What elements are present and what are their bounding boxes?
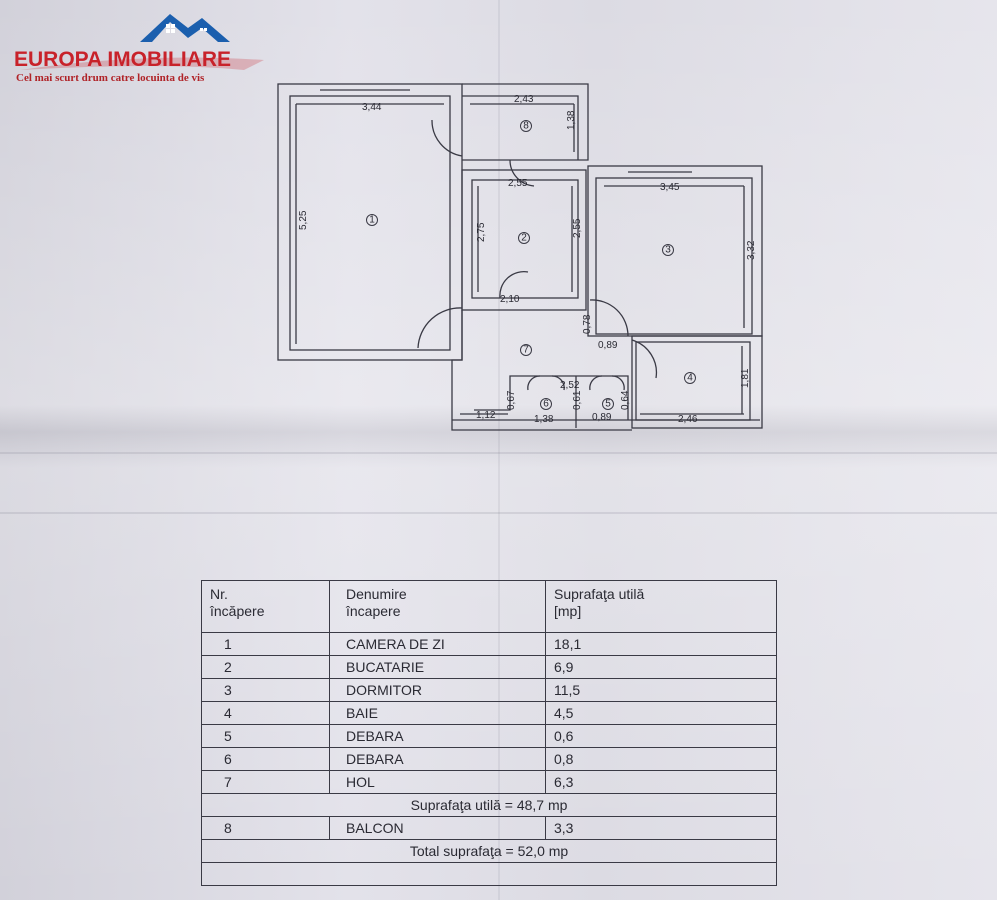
- plan-walls: [277, 83, 763, 431]
- useful-area-total-row: Suprafaţa utilă = 48,7 mp: [201, 793, 777, 817]
- dimension-label: 0,89: [592, 412, 612, 423]
- paper-fold-line: [0, 512, 997, 514]
- table-row: 2 BUCATARIE 6,9: [201, 655, 777, 679]
- dimension-labels: 3,44 2,43 1,38 2,55 5,25 2,75 2,55 3,45 …: [298, 94, 757, 425]
- dimension-label: 2,46: [678, 414, 698, 425]
- room-number: 5: [605, 399, 611, 410]
- paper-fold-line: [498, 0, 500, 900]
- table-row: 6 DEBARA 0,8: [201, 747, 777, 771]
- dimension-label: 3,45: [660, 182, 680, 193]
- header-area: Suprafaţa utilă[mp]: [545, 580, 777, 633]
- room-number: 6: [543, 399, 549, 410]
- dimension-label: 2,75: [476, 222, 487, 242]
- dimension-label: 2,43: [514, 94, 534, 105]
- blank-row: [201, 862, 777, 886]
- dimension-label: 0,64: [620, 390, 631, 410]
- table-row: 4 BAIE 4,5: [201, 701, 777, 725]
- house-roof-icon: [140, 14, 230, 42]
- table-row: 7 HOL 6,3: [201, 770, 777, 794]
- room-number: 8: [523, 121, 529, 132]
- table-row: 3 DORMITOR 11,5: [201, 678, 777, 702]
- dimension-label: 2,55: [508, 178, 528, 189]
- room-number: 7: [523, 345, 529, 356]
- dimension-label: 5,25: [298, 210, 309, 230]
- dimension-label: 0,89: [598, 340, 618, 351]
- dimension-label: 3,44: [362, 102, 382, 113]
- dimension-label: 2,10: [500, 294, 520, 305]
- dimension-label: 1,12: [476, 410, 496, 421]
- dimension-label: 2,52: [560, 380, 580, 391]
- table-row: 1 CAMERA DE ZI 18,1: [201, 632, 777, 656]
- room-number: 1: [369, 215, 375, 226]
- table-row: 8 BALCON 3,3: [201, 816, 777, 840]
- dimension-label: 0,78: [582, 314, 593, 334]
- header-nr: Nr.încăpere: [201, 580, 330, 633]
- dimension-label: 1,38: [566, 110, 577, 130]
- dimension-label: 1,81: [740, 368, 751, 388]
- dimension-label: 2,55: [572, 218, 583, 238]
- room-number: 3: [665, 245, 671, 256]
- room-number: 4: [687, 373, 693, 384]
- brand-tagline: Cel mai scurt drum catre locuinta de vis: [16, 72, 205, 84]
- dimension-label: 3,32: [746, 240, 757, 260]
- dimension-label: 1,38: [534, 414, 554, 425]
- table-row: 5 DEBARA 0,6: [201, 724, 777, 748]
- room-number: 2: [521, 233, 527, 244]
- brand-logo: EUROPA IMOBILIARE Cel mai scurt drum cat…: [12, 12, 272, 84]
- room-markers: 1 2 3 4 5 6 7 8: [366, 120, 696, 410]
- brand-name: EUROPA IMOBILIARE: [14, 48, 232, 71]
- logo-swoosh: [20, 57, 264, 70]
- floor-plan: 1 2 3 4 5 6 7 8 3,44 2,43 1,38 2,55 5,25…: [277, 83, 763, 431]
- grand-total-row: Total suprafaţa = 52,0 mp: [201, 839, 777, 863]
- dimension-label: 0,61: [572, 390, 583, 410]
- paper-fold-line: [0, 452, 997, 454]
- dimension-label: 0,67: [506, 390, 517, 410]
